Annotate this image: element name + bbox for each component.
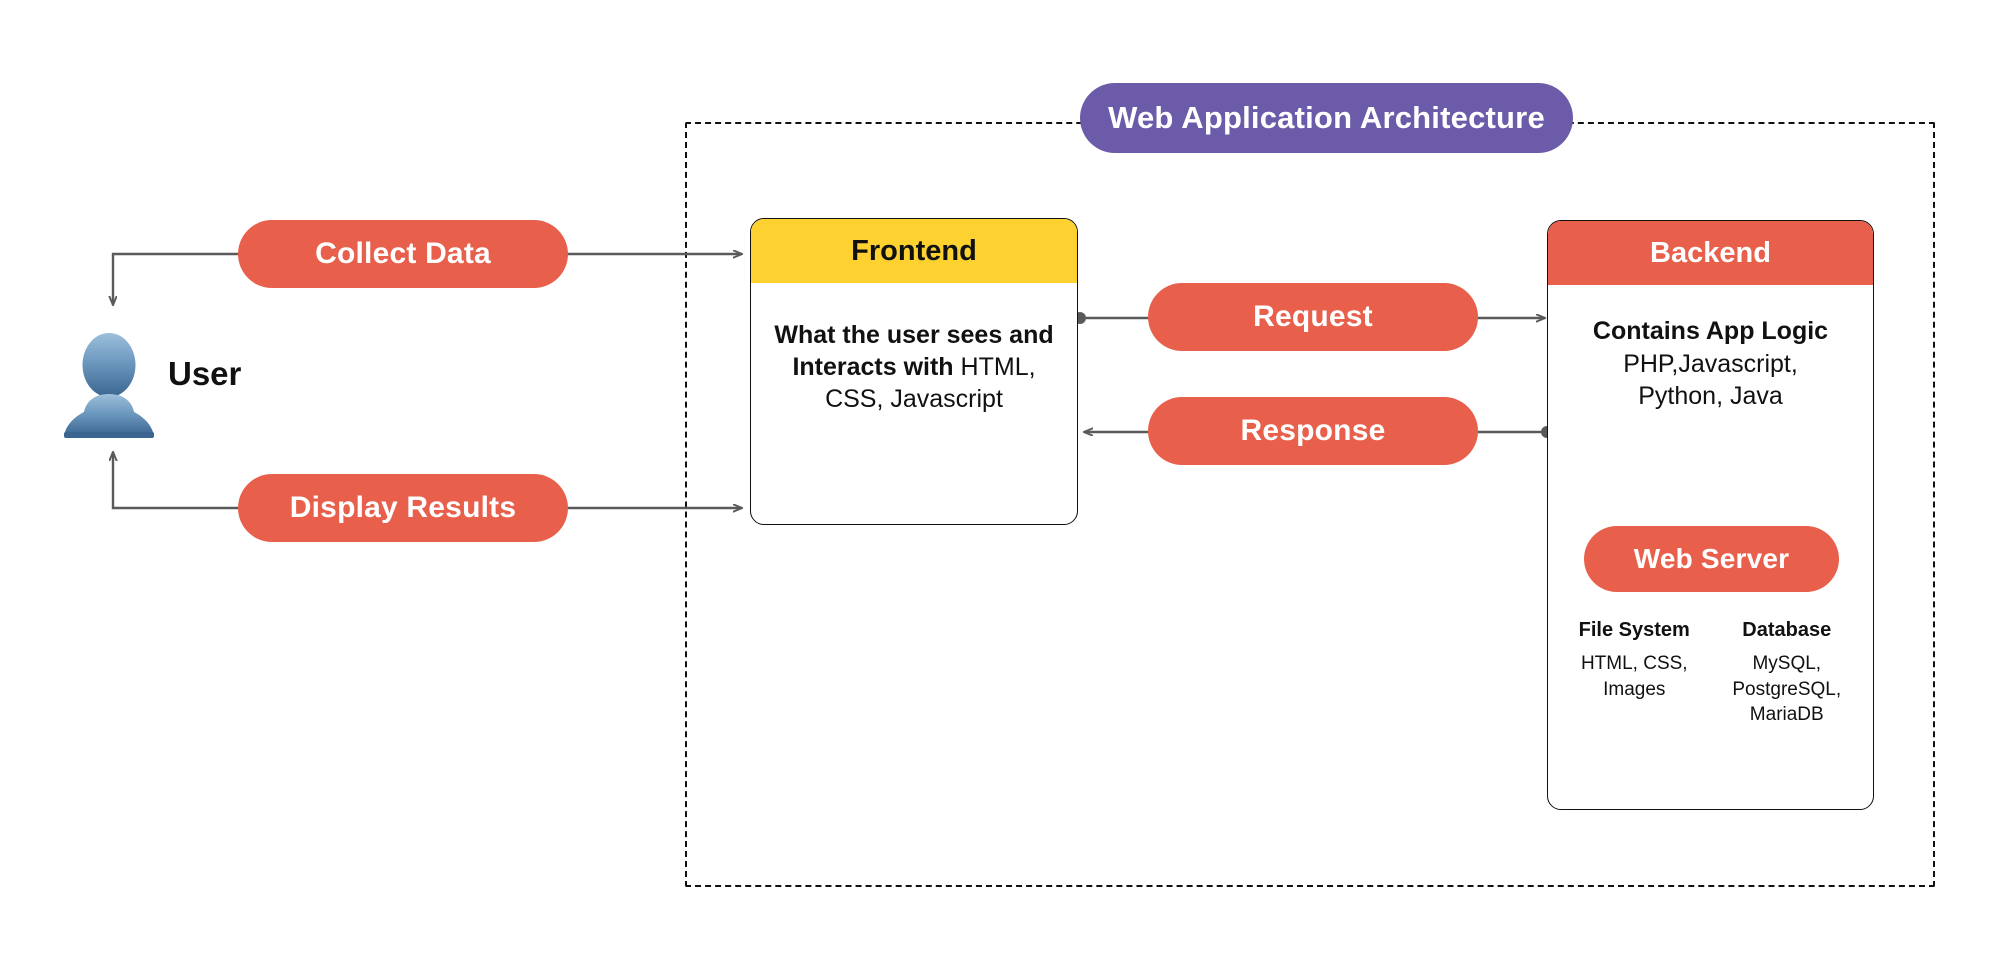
backend-header: Backend <box>1548 221 1873 285</box>
display-results-pill[interactable]: Display Results <box>238 474 568 542</box>
collect-data-pill[interactable]: Collect Data <box>238 220 568 288</box>
edge-collect-data-to-user <box>113 252 240 305</box>
backend-panel[interactable]: Backend Contains App Logic PHP,Javascrip… <box>1547 220 1874 810</box>
frontend-header: Frontend <box>751 219 1077 283</box>
display-results-label: Display Results <box>289 491 517 524</box>
database-text: MySQL, PostgreSQL, MariaDB <box>1732 653 1842 726</box>
backend-body-line2: Python, Java <box>1638 382 1783 410</box>
backend-resource-columns: File System HTML, CSS, Images Database M… <box>1548 619 1873 728</box>
file-system-column: File System HTML, CSS, Images <box>1558 619 1711 728</box>
web-server-label: Web Server <box>1633 543 1790 574</box>
database-column: Database MySQL, PostgreSQL, MariaDB <box>1711 619 1864 728</box>
backend-body-line1: PHP,Javascript, <box>1623 349 1798 378</box>
backend-body-strong: Contains App Logic <box>1592 317 1829 345</box>
frontend-body-strong: What the user sees and Interacts with <box>774 321 1054 381</box>
request-label: Request <box>1253 300 1373 333</box>
database-title: Database <box>1742 619 1832 641</box>
architecture-title-label: Web Application Architecture <box>1108 100 1545 135</box>
file-system-title: File System <box>1578 619 1690 641</box>
architecture-title-pill[interactable]: Web Application Architecture <box>1080 83 1573 153</box>
frontend-header-label: Frontend <box>851 234 977 267</box>
backend-body: Contains App Logic PHP,Javascript, Pytho… <box>1548 285 1873 413</box>
user-avatar-icon <box>64 333 154 438</box>
web-server-pill[interactable]: Web Server <box>1584 526 1839 592</box>
backend-header-label: Backend <box>1650 236 1771 269</box>
request-pill[interactable]: Request <box>1148 283 1478 351</box>
frontend-body-regular: HTML, CSS, Javascript <box>825 353 1036 413</box>
response-label: Response <box>1240 414 1386 447</box>
file-system-text: HTML, CSS, Images <box>1580 653 1688 700</box>
frontend-panel[interactable]: Frontend What the user sees and Interact… <box>750 218 1078 525</box>
edge-display-results-to-user <box>113 452 240 510</box>
user-label: User <box>168 355 242 392</box>
response-pill[interactable]: Response <box>1148 397 1478 465</box>
collect-data-label: Collect Data <box>315 237 491 270</box>
frontend-body: What the user sees and Interacts with HT… <box>751 283 1077 415</box>
